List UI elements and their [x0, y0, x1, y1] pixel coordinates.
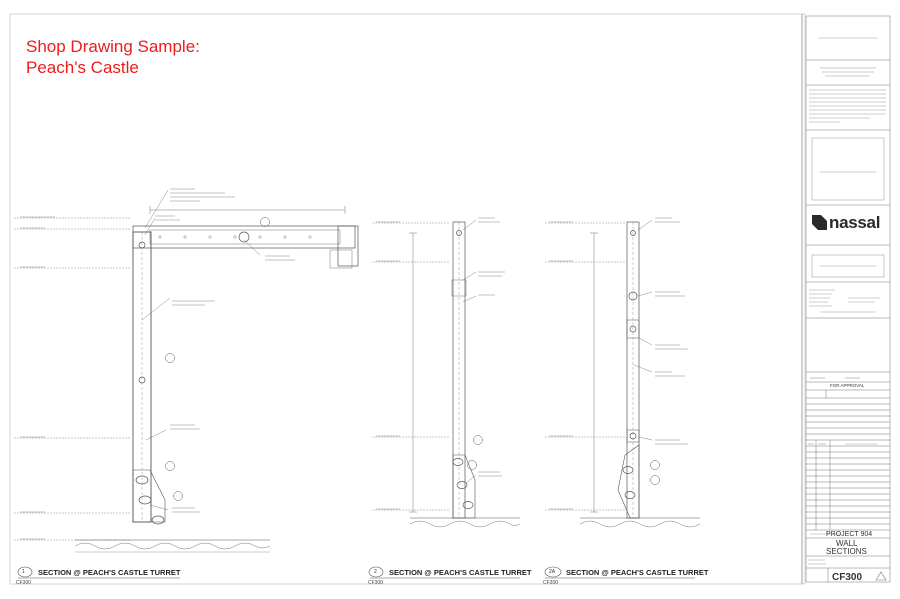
header-line-1: Shop Drawing Sample: [26, 37, 200, 56]
section-1-sheet: CF300 [16, 580, 32, 586]
drawing-title-line-2: SECTIONS [826, 547, 867, 556]
section-2-drawing [372, 219, 521, 528]
section-1-title: SECTION @ PEACH'S CASTLE TURRET [38, 568, 181, 577]
section-2-title: SECTION @ PEACH'S CASTLE TURRET [389, 568, 532, 577]
page-header: Shop Drawing Sample: Peach's Castle [26, 36, 200, 78]
title-block-text-marks [808, 37, 886, 565]
status-label: FOR APPROVAL [830, 383, 865, 388]
section-bubbles [17, 566, 562, 578]
drawing-title-line-1: WALL [836, 539, 858, 548]
sheet-number: CF300 [832, 572, 863, 583]
section-2a-sheet: CF300 [543, 580, 559, 586]
section-2-sheet: CF300 [368, 580, 384, 586]
logo-text: nassal [829, 213, 881, 232]
nassal-logo-icon [812, 215, 827, 230]
section-2a-title: SECTION @ PEACH'S CASTLE TURRET [566, 568, 709, 577]
section-2a-number: 2A [549, 569, 556, 575]
section-1-drawing [14, 189, 359, 553]
title-block [805, 15, 891, 583]
company-logo: nassal [812, 213, 880, 233]
section-1-number: 1 [22, 569, 25, 575]
annotation-marks [20, 188, 688, 540]
project-number: PROJECT 904 [826, 531, 873, 538]
section-2a-drawing [545, 219, 701, 528]
header-line-2: Peach's Castle [26, 58, 139, 77]
section-2-number: 2 [374, 569, 377, 575]
